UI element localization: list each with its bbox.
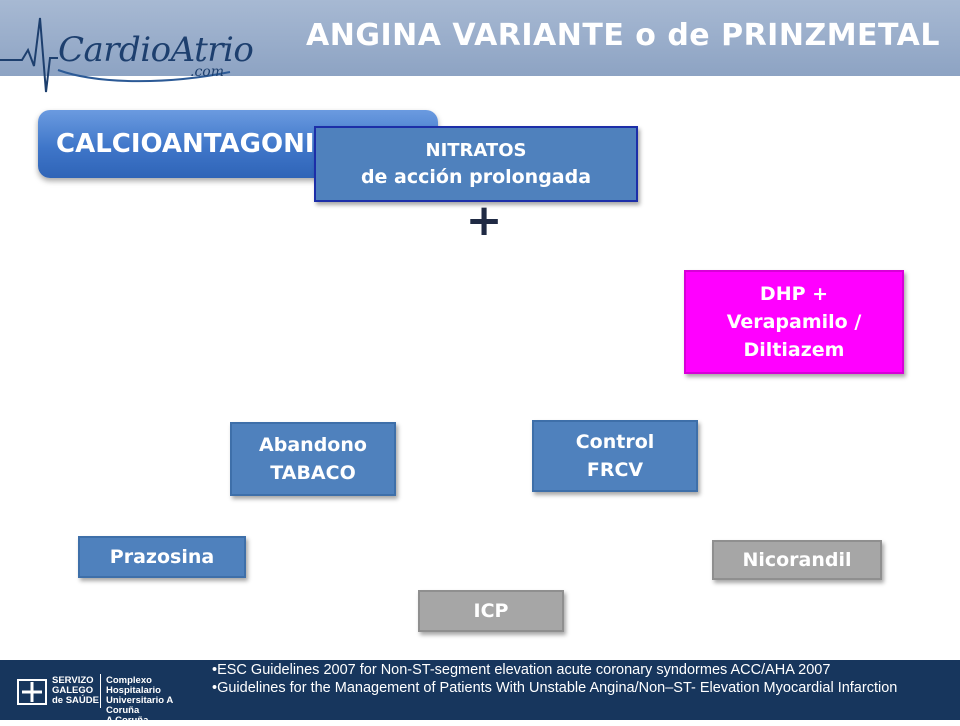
inst-divider <box>100 674 101 708</box>
nitratos-subtitle: de acción prolongada <box>360 166 592 188</box>
abandono-line1: Abandono <box>259 434 367 456</box>
icp-box: ICP <box>418 590 564 632</box>
reference-esc: •ESC Guidelines 2007 for Non-ST-segment … <box>212 662 831 678</box>
page-title: ANGINA VARIANTE o de PRINZMETAL <box>306 18 941 53</box>
sergas-emblem-icon <box>17 679 47 705</box>
ecg-trace-icon <box>0 17 231 93</box>
plus-sign: + <box>465 195 503 246</box>
header-bar <box>0 0 960 76</box>
institution-logo: SERVIZO GALEGO de SAÚDE Complexo Hospita… <box>16 672 206 726</box>
nitratos-box: NITRATOS de acción prolongada <box>314 126 638 202</box>
inst-left-line3: de SAÚDE <box>52 695 99 706</box>
inst-right-line3: A Coruña <box>106 715 149 726</box>
logo-text: CardioAtrio <box>58 30 254 70</box>
prazosina-box: Prazosina <box>78 536 246 578</box>
control-frcv-box: Control FRCV <box>532 420 698 492</box>
footer-bar: SERVIZO GALEGO de SAÚDE Complexo Hospita… <box>0 660 960 726</box>
abandono-line2: TABACO <box>270 462 356 484</box>
reference-acc-aha: •Guidelines for the Management of Patien… <box>212 680 898 696</box>
references: •ESC Guidelines 2007 for Non-ST-segment … <box>212 661 957 697</box>
dhp-line1: DHP + <box>759 283 829 305</box>
nitratos-title: NITRATOS <box>425 140 527 161</box>
inst-left-line2: GALEGO <box>52 685 94 696</box>
dhp-line3: Diltiazem <box>743 339 845 361</box>
inst-right-line2: Universitario A Coruña <box>106 695 173 716</box>
control-line2: FRCV <box>586 459 644 481</box>
inst-right-line1: Complexo Hospitalario <box>106 675 161 696</box>
control-line1: Control <box>575 431 655 453</box>
inst-left-line1: SERVIZO <box>52 675 94 686</box>
cardioatrio-logo: CardioAtrio .com <box>0 0 254 100</box>
dhp-line2: Verapamilo / <box>726 311 862 333</box>
abandono-tabaco-box: Abandono TABACO <box>230 422 396 496</box>
dhp-box: DHP + Verapamilo / Diltiazem <box>684 270 904 374</box>
logo-domain: .com <box>190 64 224 80</box>
nicorandil-box: Nicorandil <box>712 540 882 580</box>
